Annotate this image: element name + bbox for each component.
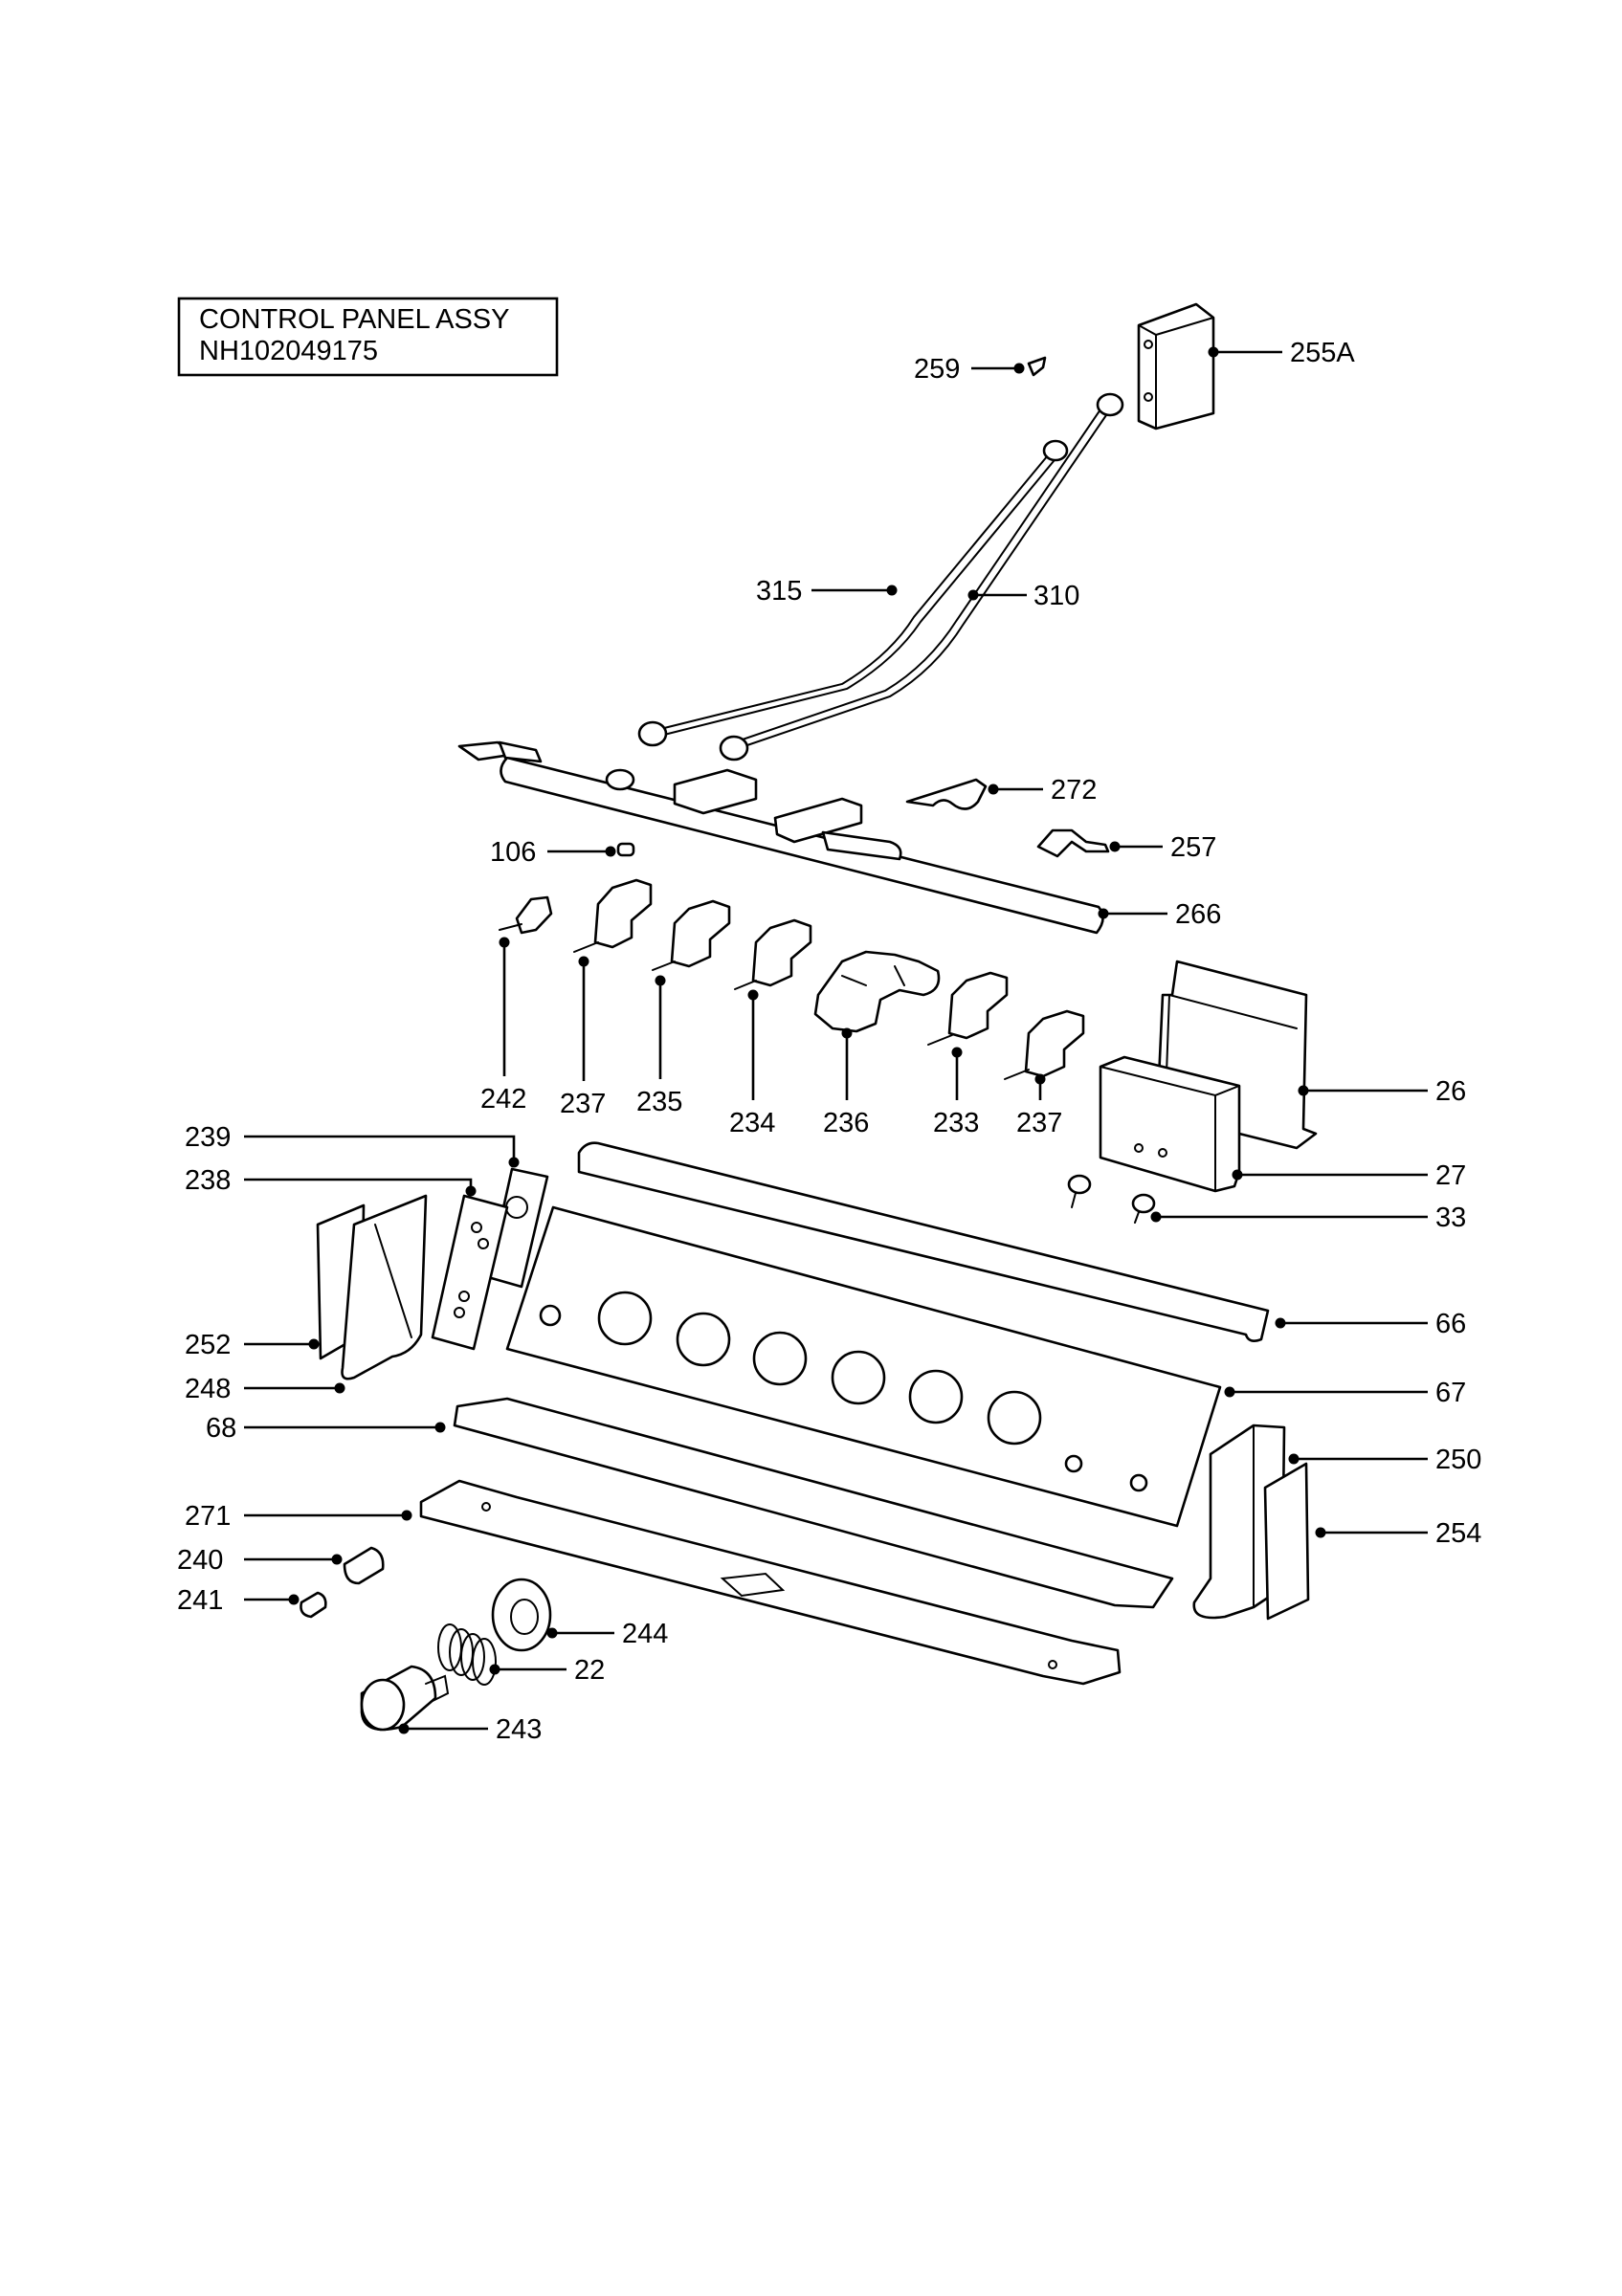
callout-310: 310 — [1033, 581, 1079, 611]
title-line-2: NH102049175 — [199, 336, 378, 366]
part-right-cover-254[interactable] — [1263, 1462, 1310, 1621]
part-nut-106[interactable] — [616, 842, 635, 857]
callout-266: 266 — [1175, 899, 1221, 930]
callout-244: 244 — [622, 1619, 668, 1649]
callout-271: 271 — [185, 1501, 231, 1532]
callout-68: 68 — [206, 1413, 236, 1444]
part-valve-237b[interactable] — [1004, 1009, 1085, 1080]
callout-250: 250 — [1435, 1445, 1481, 1475]
part-thermocouple-leads[interactable] — [637, 392, 1124, 762]
callout-315: 315 — [756, 576, 802, 607]
callout-272: 272 — [1051, 775, 1097, 806]
callout-254: 254 — [1435, 1518, 1481, 1549]
callout-26: 26 — [1435, 1076, 1466, 1107]
part-manifold-rail[interactable] — [457, 740, 1104, 935]
callout-242: 242 — [480, 1084, 526, 1115]
callout-233: 233 — [933, 1108, 979, 1138]
part-insert-241[interactable] — [300, 1591, 327, 1619]
callout-238: 238 — [185, 1165, 231, 1196]
title-block: CONTROL PANEL ASSY NH102049175 — [177, 297, 559, 377]
part-bezel-244[interactable] — [491, 1578, 552, 1652]
part-knob-shaft-240[interactable] — [343, 1546, 385, 1585]
callout-259: 259 — [914, 354, 960, 385]
part-junction-box[interactable] — [1137, 302, 1215, 430]
part-screw-259[interactable] — [1027, 356, 1047, 377]
callout-235: 235 — [636, 1087, 682, 1117]
part-support-rail-271[interactable] — [419, 1479, 1122, 1686]
part-valve-237a[interactable] — [573, 878, 653, 953]
callout-237-b: 237 — [1016, 1108, 1062, 1138]
part-valve-234[interactable] — [734, 918, 812, 990]
title-line-1: CONTROL PANEL ASSY — [199, 304, 509, 335]
callout-255A: 255A — [1290, 338, 1355, 368]
callout-22: 22 — [574, 1655, 605, 1686]
callout-236: 236 — [823, 1108, 869, 1138]
part-thermostat-236[interactable] — [813, 950, 941, 1033]
part-lower-trim-68[interactable] — [453, 1397, 1174, 1609]
callout-248: 248 — [185, 1374, 231, 1404]
callout-241: 241 — [177, 1585, 223, 1616]
callout-66: 66 — [1435, 1309, 1466, 1339]
callout-243: 243 — [496, 1714, 542, 1745]
callout-106: 106 — [490, 837, 536, 868]
callout-257: 257 — [1170, 832, 1216, 863]
part-rivets-33[interactable] — [1067, 1174, 1156, 1224]
callout-240: 240 — [177, 1545, 223, 1576]
callout-237-a: 237 — [560, 1089, 606, 1119]
part-valve-233[interactable] — [927, 971, 1009, 1046]
part-knob-243[interactable] — [360, 1665, 450, 1732]
part-left-bracket-248[interactable] — [341, 1194, 428, 1380]
callout-239: 239 — [185, 1122, 231, 1153]
part-spring-22[interactable] — [437, 1623, 497, 1686]
part-control-fascia-67[interactable] — [505, 1205, 1222, 1528]
callout-252: 252 — [185, 1330, 231, 1360]
callout-234: 234 — [729, 1108, 775, 1138]
part-bracket-272[interactable] — [905, 778, 988, 810]
callout-67: 67 — [1435, 1378, 1466, 1408]
part-clip-257[interactable] — [1036, 828, 1110, 858]
part-valve-242[interactable] — [499, 895, 553, 935]
callout-27: 27 — [1435, 1160, 1466, 1191]
part-valve-235[interactable] — [652, 899, 731, 971]
callout-33: 33 — [1435, 1203, 1466, 1233]
part-upper-trim-66[interactable] — [577, 1141, 1270, 1342]
part-switch-plate-238[interactable] — [431, 1194, 509, 1351]
